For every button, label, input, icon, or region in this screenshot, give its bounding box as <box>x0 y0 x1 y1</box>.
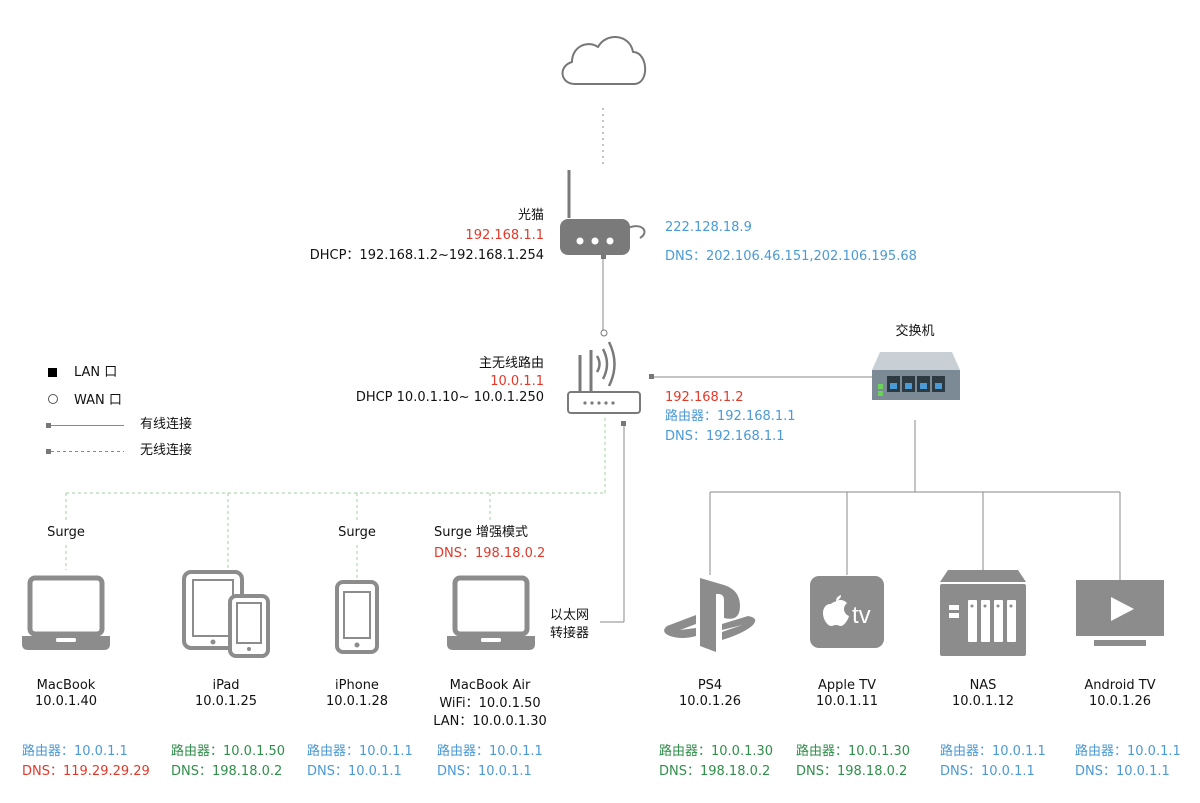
router-wan-ip: 192.168.1.2 <box>665 390 744 405</box>
client-dns: DNS：10.0.1.1 <box>1075 764 1170 779</box>
android-tv-icon <box>1076 580 1164 646</box>
client-extra-dns: DNS：198.18.0.2 <box>434 546 546 561</box>
ipad-icon <box>182 570 270 658</box>
switch-name: 交换机 <box>895 324 935 339</box>
router-wan-dns: DNS：192.168.1.1 <box>665 429 785 444</box>
ethernet-adapter-label: 以太网 <box>550 608 590 623</box>
client-dns: DNS：198.18.0.2 <box>171 764 283 779</box>
client-ip: 10.0.1.12 <box>951 694 1015 709</box>
modem-name: 光猫 <box>517 208 544 223</box>
legend-lan-label: LAN 口 <box>74 365 118 380</box>
laptop-icon <box>447 575 535 650</box>
switch-icon <box>872 352 960 400</box>
modem-ip: 192.168.1.1 <box>465 228 544 243</box>
laptop-icon <box>22 575 110 650</box>
client-ip: 10.0.1.11 <box>815 694 879 709</box>
client-ip: 10.0.1.26 <box>1088 694 1152 709</box>
iphone-icon <box>335 580 379 654</box>
client-ip: WiFi：10.0.1.50 <box>439 696 541 711</box>
client-name: MacBook <box>36 678 96 693</box>
router-ip: 10.0.1.1 <box>490 374 544 389</box>
client-tag: Surge 增强模式 <box>434 525 528 540</box>
client-gateway: 路由器：10.0.1.30 <box>796 744 911 759</box>
client-name: PS4 <box>697 678 723 693</box>
client-tag: Surge <box>338 525 376 540</box>
client-gateway: 路由器：10.0.1.1 <box>22 744 128 759</box>
client-ip: 10.0.1.28 <box>325 694 389 709</box>
ethernet-adapter-label-2: 转接器 <box>550 626 590 641</box>
client-gateway: 路由器：10.0.1.1 <box>1075 744 1181 759</box>
router-wan-gateway: 路由器：192.168.1.1 <box>665 409 796 424</box>
apple-tv-logo-text: tv <box>852 602 871 629</box>
legend-wan-label: WAN 口 <box>74 393 122 408</box>
client-ip: 10.0.1.25 <box>194 694 258 709</box>
client-gateway: 路由器：10.0.1.1 <box>307 744 413 759</box>
modem-wan-dns: DNS：202.106.46.151,202.106.195.68 <box>665 249 917 264</box>
modem-dhcp: DHCP：192.168.1.2~192.168.1.254 <box>309 248 544 263</box>
wired-connections <box>600 108 1121 623</box>
client-name: iPhone <box>335 678 379 693</box>
port-markers <box>600 254 654 426</box>
client-ip: 10.0.1.26 <box>678 694 742 709</box>
client-gateway: 路由器：10.0.1.30 <box>659 744 774 759</box>
client-name: MacBook Air <box>449 678 531 693</box>
client-dns: DNS：10.0.1.1 <box>940 764 1035 779</box>
apple-tv-icon: tv <box>810 576 884 648</box>
nas-icon <box>940 570 1026 656</box>
client-tag: Surge <box>47 525 85 540</box>
client-ip-lan: LAN：10.0.0.1.30 <box>433 714 547 729</box>
router-dhcp: DHCP 10.0.1.10~ 10.0.1.250 <box>355 390 544 405</box>
wan-port-marker <box>48 394 58 404</box>
legend-wired-label: 有线连接 <box>140 417 193 432</box>
modem-wan-ip: 222.128.18.9 <box>665 220 752 235</box>
client-name: NAS <box>969 678 997 693</box>
client-dns: DNS：119.29.29.29 <box>22 764 150 779</box>
client-name: Android TV <box>1084 678 1156 693</box>
client-dns: DNS：198.18.0.2 <box>796 764 908 779</box>
modem-icon <box>560 170 646 255</box>
client-name: Apple TV <box>818 678 876 693</box>
legend-wireless-label: 无线连接 <box>140 443 193 458</box>
client-name: iPad <box>212 678 240 693</box>
client-gateway: 路由器：10.0.1.1 <box>437 744 543 759</box>
wireless-connections <box>65 418 606 580</box>
client-gateway: 路由器：10.0.1.1 <box>940 744 1046 759</box>
router-name: 主无线路由 <box>478 356 544 371</box>
lan-port-marker <box>48 368 57 377</box>
router-icon <box>567 341 641 414</box>
legend-line-samples <box>46 423 124 454</box>
cloud-icon <box>561 36 647 85</box>
client-ip: 10.0.1.40 <box>34 694 98 709</box>
client-gateway: 路由器：10.0.1.50 <box>171 744 286 759</box>
client-dns: DNS：10.0.1.1 <box>307 764 402 779</box>
playstation-icon <box>664 578 756 652</box>
client-dns: DNS：10.0.1.1 <box>437 764 532 779</box>
client-dns: DNS：198.18.0.2 <box>659 764 771 779</box>
